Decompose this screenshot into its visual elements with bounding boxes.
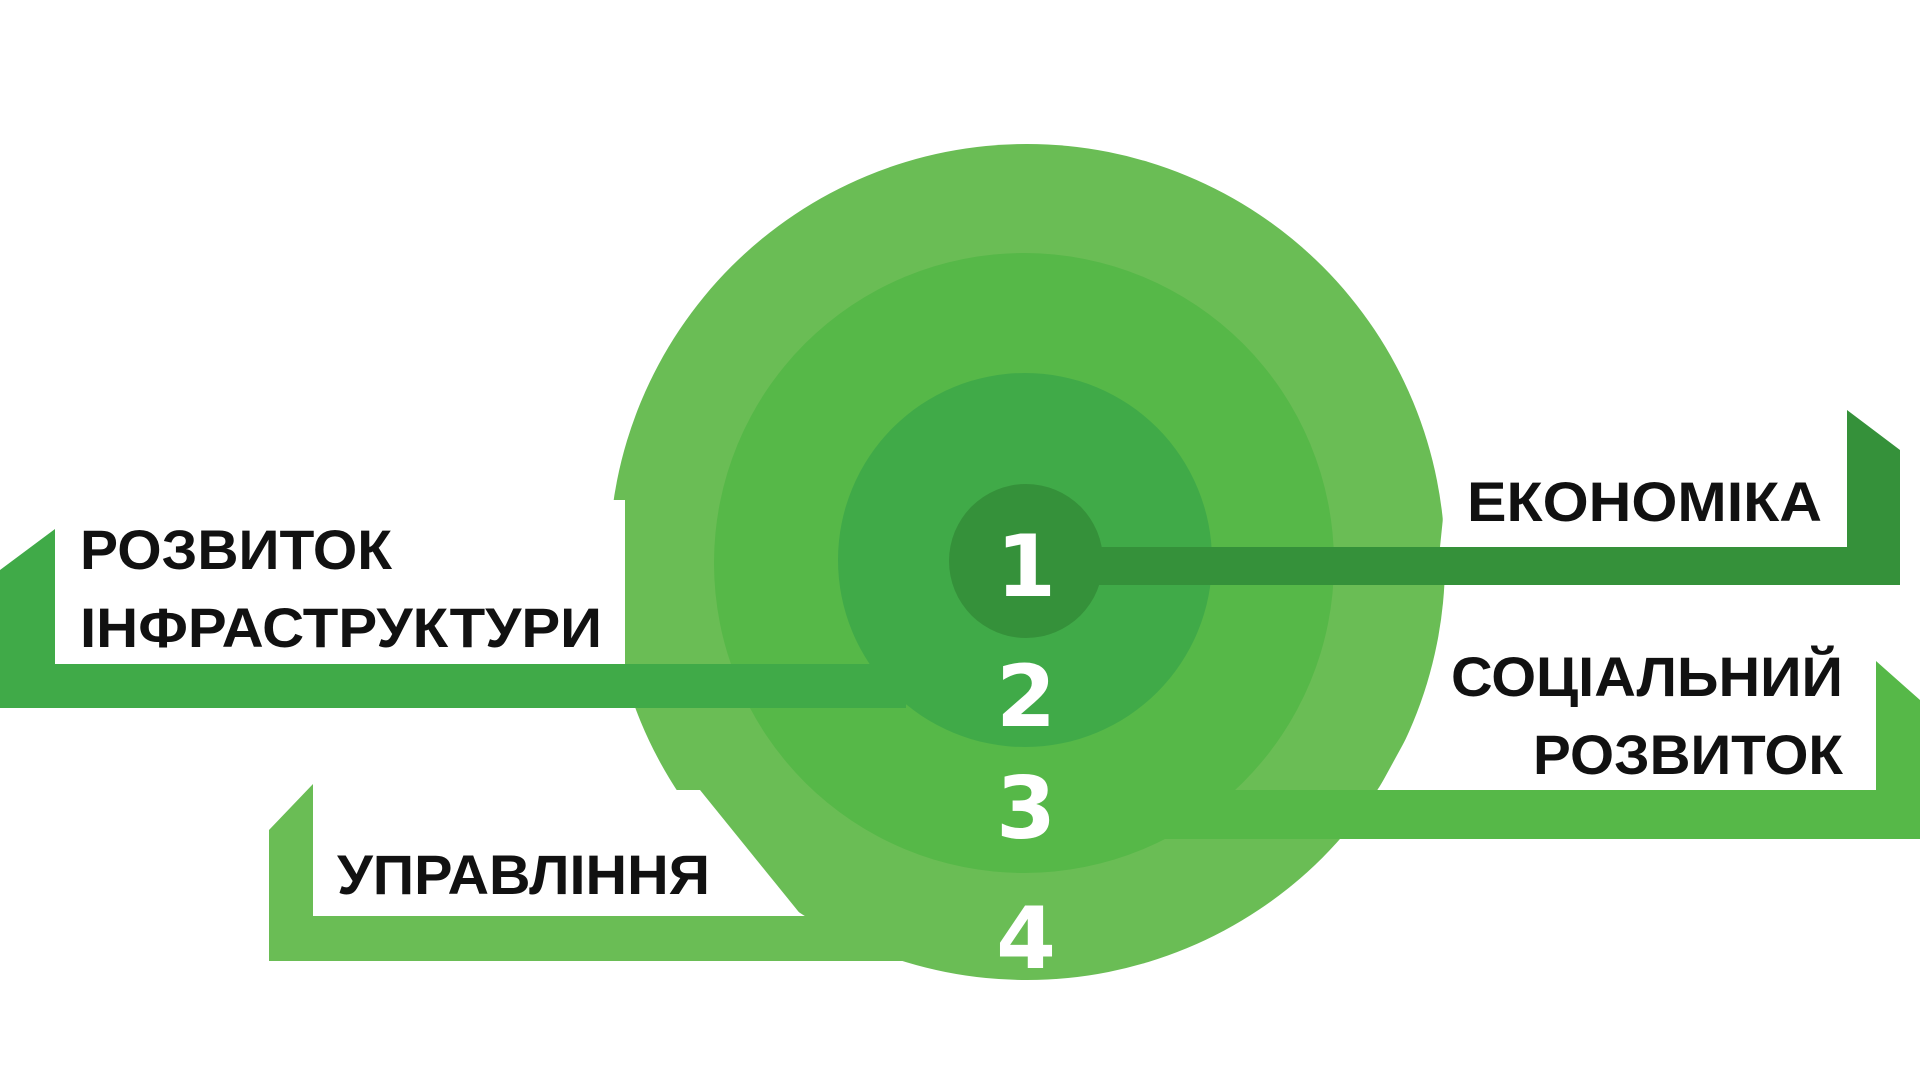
bar-social: [1163, 661, 1920, 839]
label-social-line2: РОЗВИТОК: [1533, 723, 1844, 786]
label-infrastructure-line1: РОЗВИТОК: [80, 518, 393, 581]
label-infrastructure-line2: ІНФРАСТРУКТУРИ: [80, 596, 602, 659]
label-bg-management: [313, 790, 802, 916]
number-4: 4: [996, 889, 1056, 989]
label-management: УПРАВЛІННЯ: [337, 843, 710, 906]
label-social-line1: СОЦІАЛЬНИЙ: [1451, 645, 1843, 708]
ring-1-core: [949, 484, 1103, 638]
bar-infrastructure: [0, 529, 906, 708]
label-bg-infrastructure: [55, 500, 625, 664]
number-1: 1: [996, 517, 1056, 617]
bar-economics: [1027, 410, 1900, 585]
number-2: 2: [996, 647, 1056, 747]
label-bg-economics: [1440, 450, 1847, 547]
bar-management: [269, 784, 930, 961]
label-bg-social: [1378, 640, 1876, 790]
label-economics: ЕКОНОМІКА: [1467, 470, 1822, 533]
number-3: 3: [996, 759, 1056, 859]
